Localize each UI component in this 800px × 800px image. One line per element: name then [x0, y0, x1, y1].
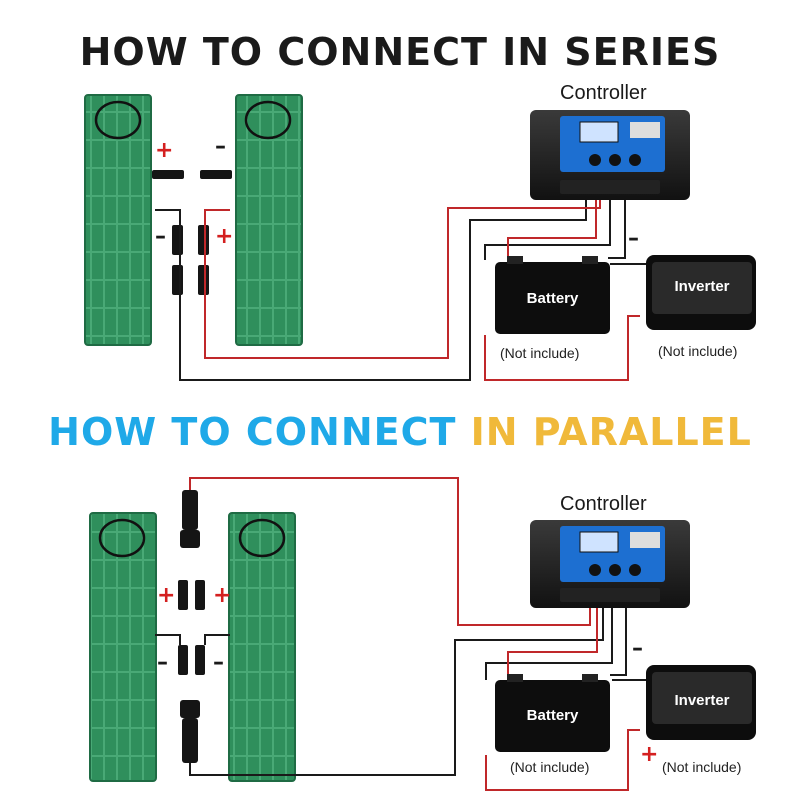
- series-battery-note: (Not include): [500, 345, 580, 361]
- series-minus-sign-mid: –: [155, 224, 166, 249]
- parallel-title-part-2: IN PARALLEL: [470, 410, 752, 454]
- parallel-panel-left: [89, 512, 157, 782]
- parallel-title: HOW TO CONNECT IN PARALLEL: [0, 410, 800, 454]
- series-battery: [495, 256, 610, 334]
- parallel-inverter-plus-sign: +: [640, 742, 659, 767]
- parallel-minus-sign-right: –: [213, 650, 224, 675]
- series-title: HOW TO CONNECT IN SERIES: [79, 30, 721, 74]
- series-battery-label: Battery: [526, 290, 579, 307]
- series-mc4-pair: [172, 225, 209, 295]
- parallel-inverter-note: (Not include): [662, 759, 742, 775]
- parallel-controller: [530, 520, 690, 608]
- parallel-plus-sign-left: +: [157, 583, 176, 608]
- series-panel-right: [235, 94, 303, 346]
- parallel-minus-sign-left: –: [157, 650, 168, 675]
- series-inverter-minus-sign: –: [628, 226, 639, 251]
- series-inverter: [646, 255, 756, 330]
- series-plus-sign-top: +: [155, 138, 174, 163]
- parallel-branch-connectors: [178, 490, 205, 763]
- series-right-cable-coil: [244, 100, 292, 140]
- series-controller-label: Controller: [560, 82, 647, 104]
- parallel-inverter-minus-sign: –: [632, 636, 643, 661]
- series-left-cable-coil: [94, 100, 142, 140]
- parallel-right-cable-coil: [238, 518, 286, 558]
- series-controller: [530, 110, 690, 200]
- series-minus-sign-top: –: [215, 134, 226, 159]
- parallel-title-part-1: HOW TO CONNECT: [48, 410, 471, 454]
- parallel-inverter: [646, 665, 756, 740]
- series-panel-left: [84, 94, 152, 346]
- parallel-battery-note: (Not include): [510, 759, 590, 775]
- parallel-left-cable-coil: [98, 518, 146, 558]
- parallel-wires: [155, 477, 646, 791]
- series-mc4-loose: [152, 170, 232, 179]
- parallel-battery-label: Battery: [526, 707, 579, 724]
- parallel-inverter-label: Inverter: [674, 692, 730, 709]
- series-inverter-note: (Not include): [658, 343, 738, 359]
- parallel-battery: [495, 674, 610, 752]
- parallel-controller-label: Controller: [560, 493, 647, 515]
- series-wires: [155, 200, 646, 381]
- series-inverter-label: Inverter: [674, 278, 730, 295]
- parallel-plus-sign-right: +: [213, 583, 232, 608]
- parallel-panel-right: [228, 512, 296, 782]
- series-plus-sign-mid: +: [215, 224, 234, 249]
